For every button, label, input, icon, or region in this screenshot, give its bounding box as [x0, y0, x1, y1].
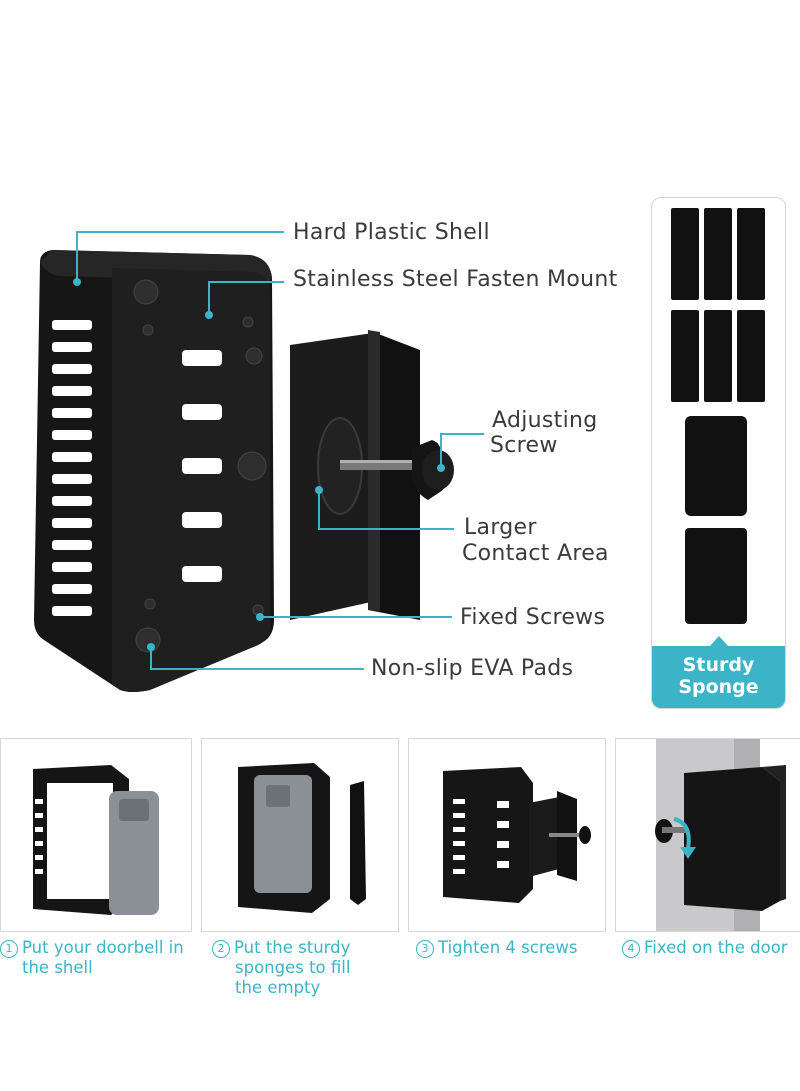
leader-shell-vertical	[76, 231, 78, 281]
leader-screw-dot	[437, 464, 445, 472]
leader-eva-dot	[147, 643, 155, 651]
shell-with-sponges-illustration	[238, 763, 366, 913]
step-1-number: 1	[0, 940, 18, 958]
shell-with-doorbell-illustration	[33, 765, 159, 915]
step-4-number: 4	[622, 940, 640, 958]
label-larger-contact-line1: Larger	[464, 515, 537, 540]
sturdy-sponge-label-line2: Sponge	[678, 676, 759, 698]
label-stainless-steel-mount: Stainless Steel Fasten Mount	[293, 267, 618, 292]
doorbell-mount-product-illustration	[34, 250, 454, 692]
sponge-block-front	[685, 416, 747, 516]
sponge-strip	[671, 310, 699, 402]
sponge-strip	[704, 208, 732, 300]
label-adjusting-screw-line1: Adjusting	[492, 408, 598, 433]
step-4-image	[615, 738, 800, 932]
step-1-caption-line2: the shell	[22, 958, 93, 977]
leader-shell-dot	[73, 278, 81, 286]
leader-shell-horizontal	[76, 231, 284, 233]
leader-eva-horizontal	[150, 668, 364, 670]
step-2-caption-line3: the empty	[235, 978, 321, 997]
sponge-strip	[737, 310, 765, 402]
sturdy-sponge-label-line1: Sturdy	[682, 654, 755, 676]
label-hard-plastic-shell: Hard Plastic Shell	[293, 220, 490, 245]
leader-contact-vertical	[318, 490, 320, 530]
sturdy-sponge-panel: Sturdy Sponge	[651, 197, 786, 709]
step-4-caption-line1: Fixed on the door	[644, 938, 788, 957]
label-adjusting-screw-line2: Screw	[490, 433, 558, 458]
leader-mount-dot	[205, 311, 213, 319]
step-1-image	[0, 738, 192, 932]
sturdy-sponge-badge: Sturdy Sponge	[652, 636, 785, 708]
leader-mount-vertical	[208, 281, 210, 313]
tighten-screws-illustration	[443, 767, 591, 903]
leader-eva-vertical	[150, 646, 152, 670]
leader-screw-vertical	[440, 433, 442, 467]
sponge-strip	[737, 208, 765, 300]
step-2-image	[201, 738, 399, 932]
leader-contact-horizontal	[318, 528, 454, 530]
leader-fixed-screws	[260, 616, 452, 618]
label-fixed-screws: Fixed Screws	[460, 605, 606, 630]
step-2-number: 2	[212, 940, 230, 958]
leader-fixed-screws-dot	[256, 613, 264, 621]
step-3-caption-line1: Tighten 4 screws	[438, 938, 578, 957]
fixed-on-door-illustration	[655, 739, 786, 931]
step-3-image	[408, 738, 606, 932]
step-3-number: 3	[416, 940, 434, 958]
label-non-slip-eva-pads: Non-slip EVA Pads	[371, 656, 574, 681]
leader-screw-horizontal	[440, 433, 484, 435]
sponge-block-side	[685, 528, 747, 624]
label-larger-contact-line2: Contact Area	[462, 541, 609, 566]
step-2-caption-line1: Put the sturdy	[234, 938, 351, 957]
leader-mount-horizontal	[208, 281, 284, 283]
sponge-strip	[704, 310, 732, 402]
step-1-caption-line1: Put your doorbell in	[22, 938, 184, 957]
step-2-caption-line2: sponges to fill	[235, 958, 351, 977]
leader-contact-dot	[315, 486, 323, 494]
sponge-strip	[671, 208, 699, 300]
